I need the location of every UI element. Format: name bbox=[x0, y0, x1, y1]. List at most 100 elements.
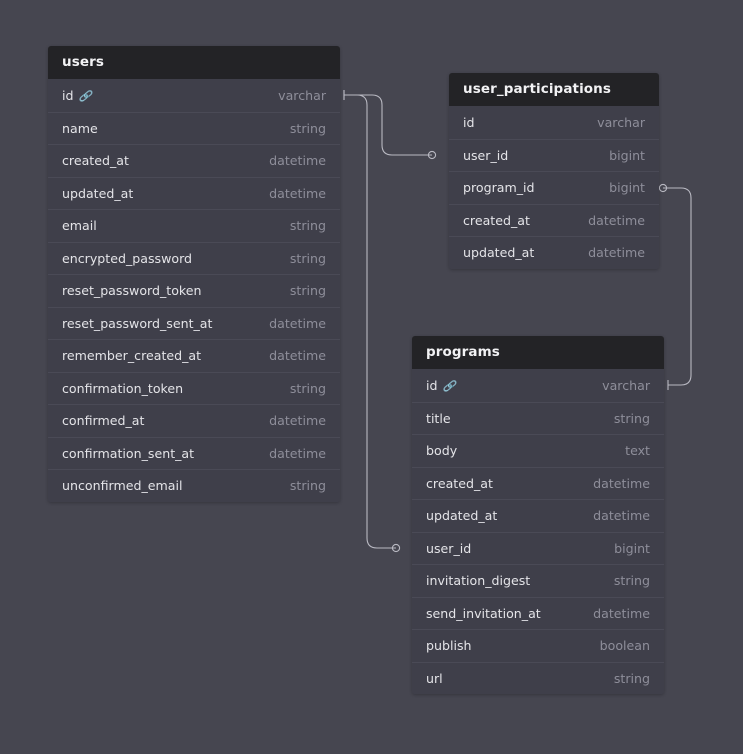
column-row[interactable]: remember_created_at datetime bbox=[48, 339, 340, 372]
column-name-wrap: user_id bbox=[463, 148, 508, 163]
column-row[interactable]: id🔗 varchar bbox=[48, 79, 340, 112]
column-type: string bbox=[613, 410, 650, 426]
column-type: datetime bbox=[593, 475, 650, 491]
column-name-wrap: name bbox=[62, 121, 98, 136]
column-name: remember_created_at bbox=[62, 348, 202, 364]
column-name-wrap: title bbox=[426, 411, 451, 426]
column-name-wrap: reset_password_sent_at bbox=[62, 316, 212, 331]
link-icon: 🔗 bbox=[78, 90, 92, 103]
column-type: datetime bbox=[269, 185, 326, 201]
column-row[interactable]: title string bbox=[412, 401, 664, 435]
column-name: created_at bbox=[62, 153, 129, 169]
column-name: created_at bbox=[426, 475, 493, 491]
column-name: id bbox=[426, 377, 438, 393]
column-type: datetime bbox=[269, 413, 326, 429]
cardinality-zero-marker bbox=[391, 543, 401, 553]
column-type: string bbox=[289, 250, 326, 266]
column-name: id bbox=[463, 114, 475, 130]
column-row[interactable]: id varchar bbox=[449, 106, 659, 139]
column-type: string bbox=[289, 283, 326, 299]
column-name-wrap: created_at bbox=[62, 153, 129, 168]
column-type: bigint bbox=[609, 180, 645, 196]
column-row[interactable]: user_id bigint bbox=[449, 138, 659, 172]
column-name-wrap: invitation_digest bbox=[426, 573, 530, 588]
column-type: string bbox=[289, 218, 326, 234]
column-name-wrap: created_at bbox=[463, 213, 530, 228]
relation-users-id-to-programs-user_id[interactable] bbox=[344, 94, 396, 549]
column-name-wrap: url bbox=[426, 671, 443, 686]
column-name: confirmation_sent_at bbox=[62, 445, 195, 461]
column-name: unconfirmed_email bbox=[62, 478, 183, 494]
column-name: publish bbox=[426, 638, 472, 654]
column-name: email bbox=[62, 218, 97, 234]
column-name: name bbox=[62, 120, 98, 136]
column-type: datetime bbox=[593, 508, 650, 524]
column-name: created_at bbox=[463, 212, 530, 228]
cardinality-zero-marker bbox=[658, 183, 668, 193]
column-type: datetime bbox=[269, 153, 326, 169]
column-type: string bbox=[613, 670, 650, 686]
column-name-wrap: id bbox=[463, 115, 475, 130]
column-row[interactable]: program_id bigint bbox=[449, 171, 659, 204]
column-type: varchar bbox=[597, 114, 645, 130]
column-name-wrap: user_id bbox=[426, 541, 471, 556]
column-name: updated_at bbox=[62, 185, 134, 201]
column-name-wrap: id🔗 bbox=[426, 378, 456, 393]
column-type: varchar bbox=[278, 87, 326, 103]
column-name: reset_password_token bbox=[62, 283, 202, 299]
column-name-wrap: id🔗 bbox=[62, 88, 92, 103]
column-type: string bbox=[289, 380, 326, 396]
column-row[interactable]: updated_at datetime bbox=[48, 176, 340, 210]
column-row[interactable]: updated_at datetime bbox=[412, 499, 664, 532]
column-type: datetime bbox=[269, 445, 326, 461]
column-type: datetime bbox=[588, 245, 645, 261]
table-title-programs[interactable]: programs bbox=[412, 336, 664, 369]
column-row[interactable]: confirmation_token string bbox=[48, 371, 340, 405]
column-name-wrap: reset_password_token bbox=[62, 283, 202, 298]
column-type: datetime bbox=[269, 348, 326, 364]
column-name: reset_password_sent_at bbox=[62, 315, 213, 331]
relation-users-id-to-user_participations-user_id[interactable] bbox=[344, 94, 432, 156]
column-row[interactable]: confirmation_sent_at datetime bbox=[48, 436, 340, 470]
column-name-wrap: updated_at bbox=[463, 245, 534, 260]
column-row[interactable]: email string bbox=[48, 209, 340, 242]
column-name: program_id bbox=[463, 180, 535, 196]
column-name-wrap: created_at bbox=[426, 476, 493, 491]
column-row[interactable]: id🔗varchar bbox=[412, 369, 664, 402]
column-name-wrap: confirmation_sent_at bbox=[62, 446, 194, 461]
column-name: updated_at bbox=[426, 508, 498, 524]
column-name-wrap: confirmation_token bbox=[62, 381, 183, 396]
column-type: bigint bbox=[609, 147, 645, 163]
table-title-users[interactable]: users bbox=[48, 46, 340, 79]
relation-user_participations-program_id-to-programs-id[interactable] bbox=[663, 187, 692, 386]
column-row[interactable]: url string bbox=[412, 661, 664, 695]
column-row[interactable]: updated_at datetime bbox=[449, 236, 659, 269]
column-name-wrap: program_id bbox=[463, 180, 535, 195]
column-row[interactable]: created_at datetime bbox=[48, 144, 340, 177]
column-row[interactable]: user_id bigint bbox=[412, 531, 664, 565]
column-row[interactable]: reset_password_token string bbox=[48, 274, 340, 307]
column-name: user_id bbox=[426, 540, 472, 556]
column-name: title bbox=[426, 410, 451, 426]
column-row[interactable]: created_at datetime bbox=[412, 466, 664, 500]
column-name: confirmation_token bbox=[62, 380, 184, 396]
column-name: send_invitation_at bbox=[426, 605, 541, 621]
column-type: bigint bbox=[614, 540, 650, 556]
table-title-user_participations[interactable]: user_participations bbox=[449, 73, 659, 106]
